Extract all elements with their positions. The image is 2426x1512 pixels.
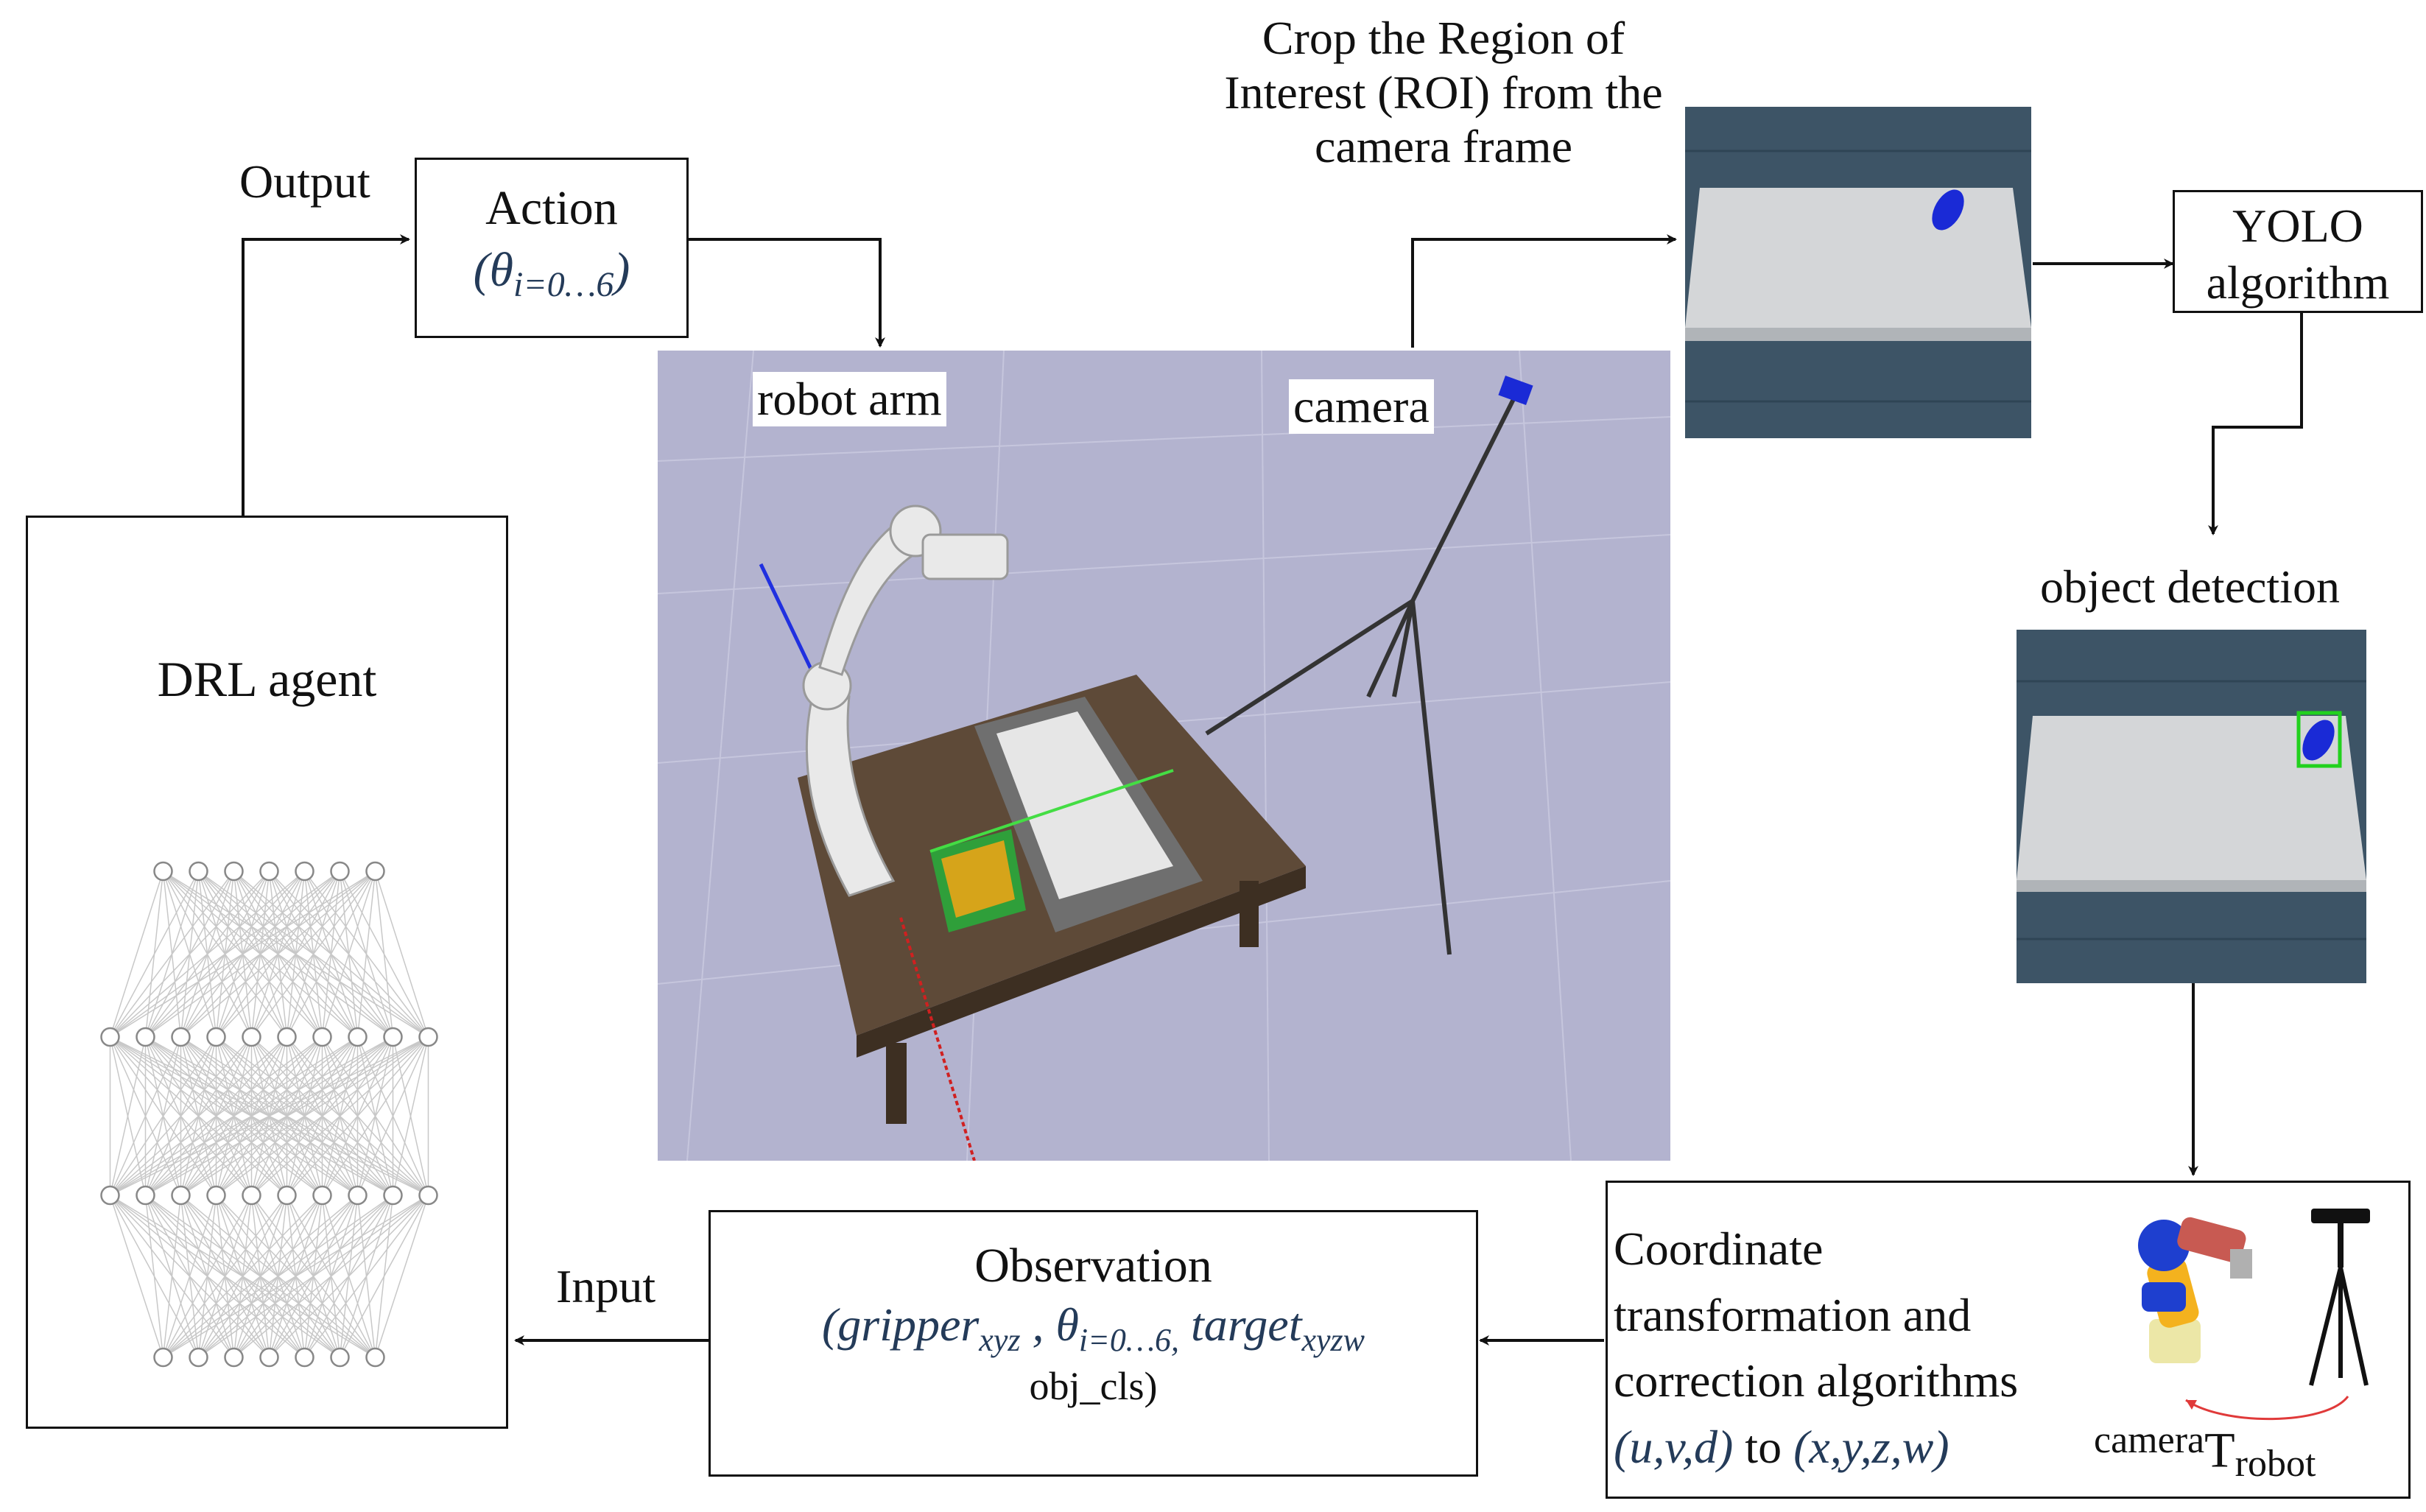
drl-agent-title: DRL agent <box>157 651 377 707</box>
nn-node <box>383 1185 403 1206</box>
obs-gripper-sub: xyz <box>979 1321 1021 1358</box>
robot-arm-icon <box>2138 1217 2252 1363</box>
obs-theta: θ <box>1055 1298 1079 1351</box>
coord-line-3: correction algorithms <box>1614 1354 2019 1407</box>
arrow-camera-to-roi <box>1411 234 1677 348</box>
nn-node <box>136 1185 155 1206</box>
nn-node <box>348 1185 368 1206</box>
nn-node <box>312 1185 332 1206</box>
nn-node <box>206 1027 226 1047</box>
nn-node <box>224 861 244 882</box>
nn-node <box>277 1027 297 1047</box>
coord-text: Coordinate transformation and correction… <box>1614 1216 2018 1480</box>
nn-node <box>365 1347 385 1368</box>
nn-node <box>100 1185 120 1206</box>
detection-bounding-box <box>2296 711 2342 768</box>
nn-node <box>171 1185 191 1206</box>
yolo-line-1: YOLO <box>2232 200 2363 252</box>
nn-node <box>100 1027 120 1047</box>
action-box: Action (θi=0…6) <box>415 158 689 338</box>
observation-title: Observation <box>974 1239 1212 1293</box>
nn-node <box>418 1185 438 1206</box>
input-label: Input <box>556 1260 656 1312</box>
arrow-action-to-sim <box>689 238 885 348</box>
action-params: (θi=0…6) <box>473 243 630 305</box>
action-theta-sub: i=0…6 <box>513 265 614 305</box>
yolo-box: YOLO algorithm <box>2173 190 2423 313</box>
coord-line-1: Coordinate <box>1614 1223 1824 1275</box>
nn-node <box>295 861 314 882</box>
observation-box: Observation (gripperxyz , θi=0…6, target… <box>709 1210 1478 1477</box>
crop-roi-line-3: camera frame <box>1315 120 1572 173</box>
nn-node <box>189 861 208 882</box>
coordinate-transformation-box: Coordinate transformation and correction… <box>1606 1181 2411 1499</box>
obs-theta-sub: i=0…6, <box>1078 1321 1179 1358</box>
observation-params: (gripperxyz , θi=0…6, targetxyzw <box>821 1298 1365 1358</box>
nn-node <box>224 1347 244 1368</box>
obs-gripper: gripper <box>837 1298 980 1351</box>
yolo-line-2: algorithm <box>2206 256 2390 309</box>
roi-image <box>1685 107 2031 438</box>
coord-xyzw: (x,y,z,w) <box>1793 1420 1949 1473</box>
coord-line-4: (u,v,d) to (x,y,z,w) <box>1614 1414 2018 1480</box>
nn-node <box>295 1347 314 1368</box>
nn-node <box>312 1027 332 1047</box>
coord-uvd: (u,v,d) <box>1614 1420 1734 1473</box>
obs-target: target <box>1190 1298 1302 1351</box>
nn-node <box>277 1185 297 1206</box>
nn-node <box>348 1027 368 1047</box>
nn-node <box>259 1347 279 1368</box>
tf-sub: robot <box>2235 1442 2316 1485</box>
crop-roi-caption: Crop the Region of Interest (ROI) from t… <box>1149 11 1738 174</box>
output-label: Output <box>239 155 370 208</box>
arrow-drl-to-action <box>242 234 410 516</box>
tf-sup: camera <box>2094 1419 2205 1461</box>
obs-target-sub: xyzw <box>1301 1321 1365 1358</box>
object-detection-label: object detection <box>2040 560 2340 613</box>
camera-T-robot-label: cameraTrobot <box>2094 1418 2316 1485</box>
robot-arm-graphic <box>802 504 1009 897</box>
crop-roi-line-1: Crop the Region of <box>1262 12 1625 64</box>
tripod-icon <box>2309 1209 2370 1386</box>
robot-simulation-view <box>658 351 1670 1161</box>
nn-node <box>242 1185 261 1206</box>
nn-node <box>330 1347 350 1368</box>
arrow-yolo-to-detection <box>2208 313 2303 535</box>
action-theta: θ <box>489 243 513 297</box>
crop-roi-line-2: Interest (ROI) from the <box>1224 66 1663 119</box>
action-title: Action <box>485 181 618 235</box>
robot-arm-label: robot arm <box>753 372 946 426</box>
nn-node <box>259 861 279 882</box>
nn-node <box>365 861 385 882</box>
nn-node <box>189 1347 208 1368</box>
drl-agent-box: DRL agent <box>26 516 508 1429</box>
nn-node <box>383 1027 403 1047</box>
nn-node <box>418 1027 438 1047</box>
nn-node <box>153 1347 173 1368</box>
object-detection-image <box>2017 630 2366 983</box>
nn-node <box>330 861 350 882</box>
camera-label: camera <box>1289 379 1434 434</box>
nn-node <box>153 861 173 882</box>
obs-obj-cls: obj_cls) <box>1029 1363 1158 1408</box>
neural-network-graphic <box>100 861 438 1368</box>
nn-node <box>171 1027 191 1047</box>
transform-arrow-icon <box>2185 1396 2349 1421</box>
nn-node <box>242 1027 261 1047</box>
coord-line-2: transformation and <box>1614 1288 1972 1341</box>
tf-main: T <box>2204 1421 2235 1478</box>
camera-tripod-graphic <box>1205 393 1518 955</box>
coord-to: to <box>1733 1420 1794 1473</box>
nn-node <box>136 1027 155 1047</box>
nn-node <box>206 1185 226 1206</box>
